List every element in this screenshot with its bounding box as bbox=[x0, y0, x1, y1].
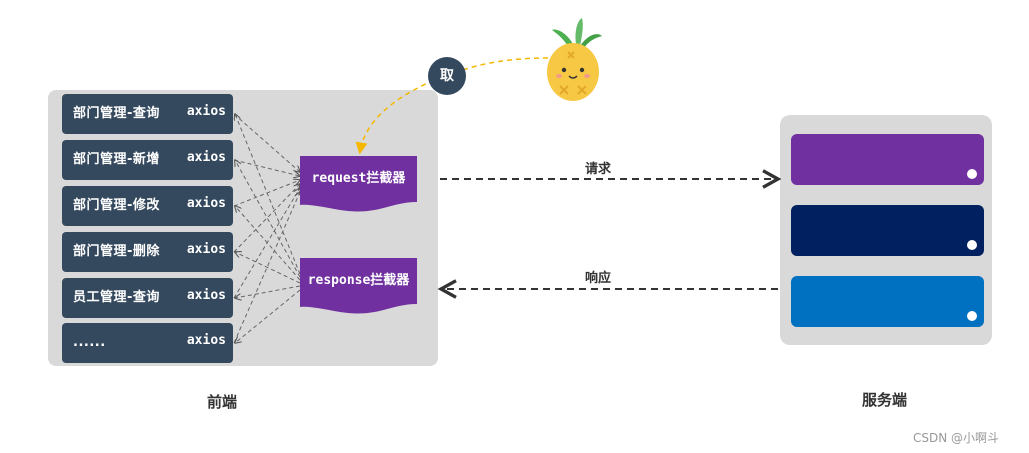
frontend-panel bbox=[48, 90, 438, 366]
api-row-label: 员工管理-查询 bbox=[73, 290, 160, 305]
axios-tag: axios bbox=[186, 150, 226, 165]
response-interceptor-label: response拦截器 bbox=[307, 273, 410, 288]
fan-connectors bbox=[234, 114, 300, 343]
connector-line bbox=[235, 160, 301, 278]
response-label: 响应 bbox=[585, 271, 612, 286]
watermark: CSDN @小啊斗 bbox=[913, 431, 1000, 445]
api-row-label: 部门管理-修改 bbox=[73, 198, 160, 213]
api-row-dept-delete: 部门管理-删除 axios bbox=[62, 232, 233, 272]
status-dot bbox=[967, 169, 977, 179]
server-bar-2 bbox=[791, 205, 984, 256]
status-dot bbox=[967, 311, 977, 321]
server-bar-1 bbox=[791, 134, 984, 185]
pineapple-icon bbox=[547, 18, 602, 101]
axios-tag: axios bbox=[186, 104, 226, 119]
api-row-label: ...... bbox=[73, 335, 106, 350]
server-bar-3 bbox=[791, 276, 984, 327]
fetch-badge: 取 bbox=[428, 57, 466, 95]
api-row-label: 部门管理-查询 bbox=[73, 106, 160, 121]
connector-line bbox=[235, 206, 301, 281]
axios-tag: axios bbox=[186, 333, 226, 348]
api-row-emp-query: 员工管理-查询 axios bbox=[62, 278, 233, 318]
status-dot bbox=[967, 240, 977, 250]
axios-tag: axios bbox=[186, 196, 226, 211]
connector-line bbox=[233, 159, 300, 176]
connector-line bbox=[233, 113, 300, 172]
request-interceptor: request拦截器 bbox=[300, 156, 417, 216]
api-row-dept-query: 部门管理-查询 axios bbox=[62, 94, 233, 134]
request-label: 请求 bbox=[585, 162, 612, 177]
connector-line bbox=[235, 289, 301, 343]
api-row-label: 部门管理-删除 bbox=[73, 244, 160, 259]
document-shape bbox=[300, 156, 417, 212]
connector-line bbox=[233, 184, 300, 253]
axios-tag: axios bbox=[186, 288, 226, 303]
document-shape bbox=[300, 258, 417, 314]
api-row-more: ...... axios bbox=[62, 323, 233, 363]
axios-tag: axios bbox=[186, 242, 226, 257]
response-interceptor: response拦截器 bbox=[300, 258, 417, 318]
api-row-dept-edit: 部门管理-修改 axios bbox=[62, 186, 233, 226]
server-caption: 服务端 bbox=[862, 391, 908, 409]
connector-line bbox=[235, 285, 301, 298]
frontend-caption: 前端 bbox=[207, 393, 238, 411]
connector-line bbox=[235, 252, 301, 284]
connector-line bbox=[235, 114, 301, 275]
api-row-dept-add: 部门管理-新增 axios bbox=[62, 140, 233, 180]
api-row-label: 部门管理-新增 bbox=[73, 152, 160, 167]
request-interceptor-label: request拦截器 bbox=[311, 171, 406, 186]
